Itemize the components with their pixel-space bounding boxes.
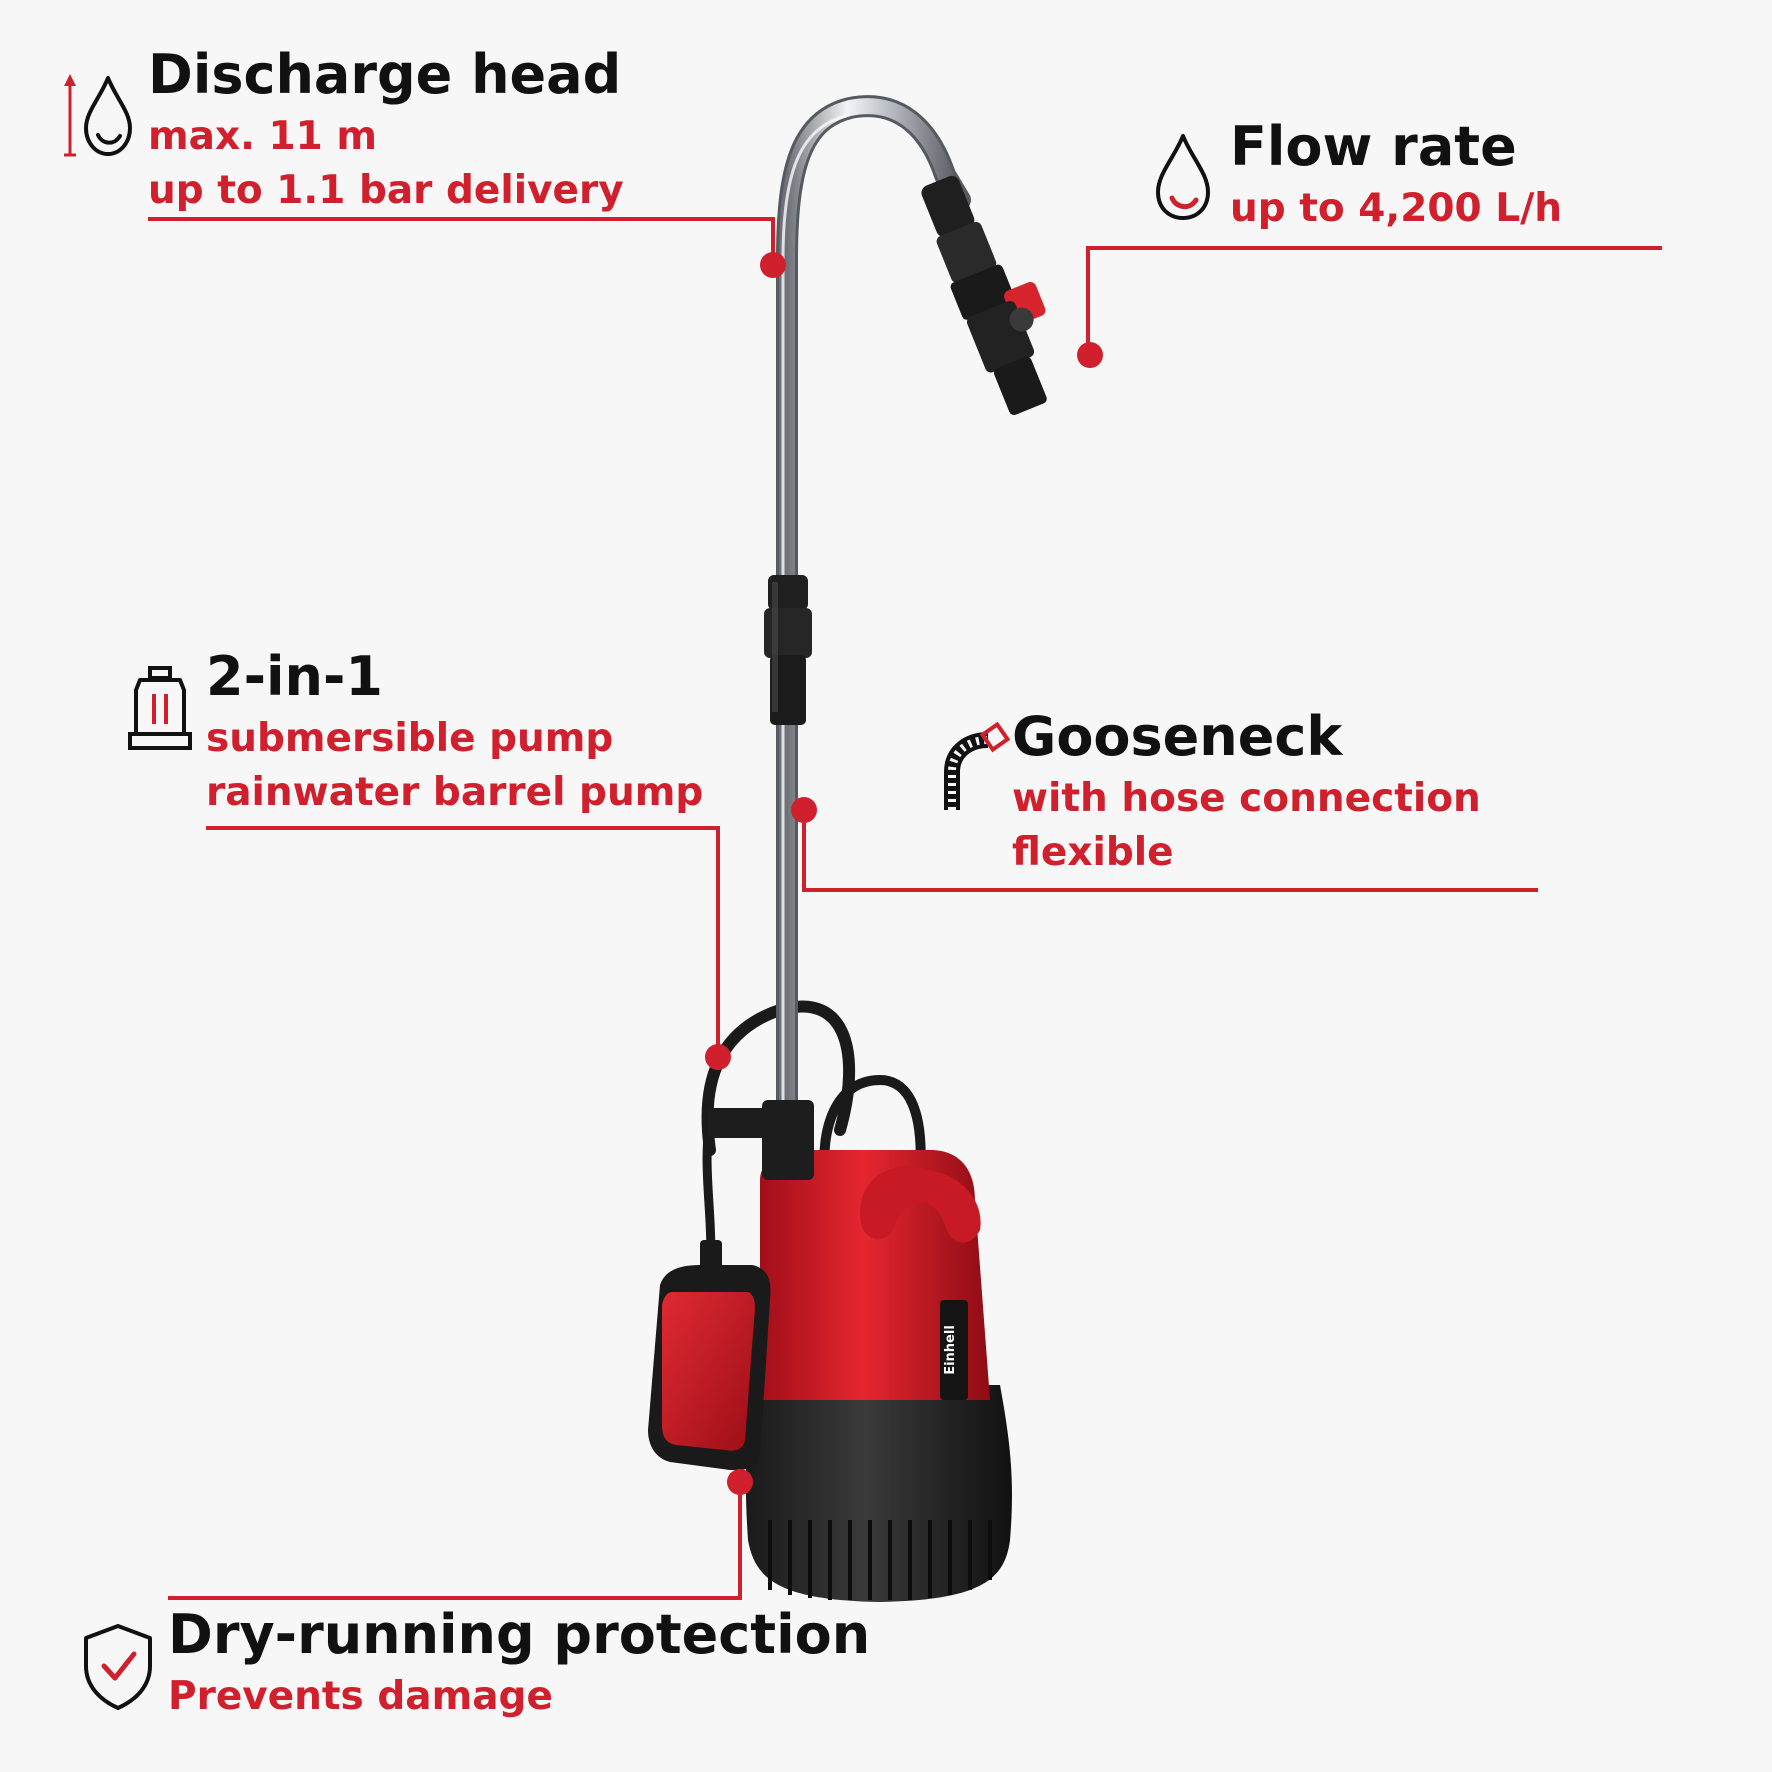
feature-dry-running-protection: Dry-running protection Prevents damage — [168, 1600, 870, 1724]
float-switch — [648, 1240, 771, 1470]
riser-pipe — [776, 95, 971, 1121]
pump-body: Einhell — [708, 1100, 1012, 1602]
pump-icon — [126, 664, 194, 754]
feature-gooseneck: Gooseneck with hose connection flexible — [1012, 702, 1481, 880]
callout-dots — [705, 252, 1103, 1495]
feature-detail: max. 11 m — [148, 114, 377, 159]
callout-lines — [148, 217, 1662, 1600]
shield-check-icon — [80, 1622, 156, 1712]
pipe-coupling — [764, 575, 812, 725]
feature-detail: flexible — [1012, 830, 1174, 875]
feature-flow-rate: Flow rate up to 4,200 L/h — [1230, 112, 1562, 236]
feature-detail: with hose connection — [1012, 776, 1481, 821]
callout-line-gooseneck — [802, 810, 1538, 892]
feature-detail: submersible pump — [206, 716, 614, 761]
feature-title: Gooseneck — [1012, 705, 1343, 768]
feature-detail: Prevents damage — [168, 1674, 553, 1719]
feature-detail: rainwater barrel pump — [206, 770, 704, 815]
feature-title: Dry-running protection — [168, 1603, 871, 1666]
feature-title: 2-in-1 — [206, 645, 383, 708]
callout-line-dry-running — [168, 1480, 742, 1600]
feature-two-in-one: 2-in-1 submersible pump rainwater barrel… — [206, 642, 703, 820]
water-drop-height-icon — [60, 70, 140, 160]
flexible-hose-icon — [938, 721, 1011, 814]
feature-detail: up to 4,200 L/h — [1230, 186, 1563, 231]
feature-title: Flow rate — [1230, 115, 1517, 178]
brand-logo: Einhell — [943, 1325, 958, 1375]
callout-line-discharge-head — [148, 217, 775, 265]
hose-connector — [921, 175, 1047, 416]
feature-discharge-head: Discharge head max. 11 m up to 1.1 bar d… — [148, 40, 624, 218]
feature-title: Discharge head — [148, 43, 622, 106]
water-drop-icon — [1150, 130, 1216, 222]
callout-line-two-in-one — [206, 826, 720, 1055]
callout-line-flow-rate — [1086, 246, 1662, 355]
feature-detail: up to 1.1 bar delivery — [148, 168, 624, 213]
